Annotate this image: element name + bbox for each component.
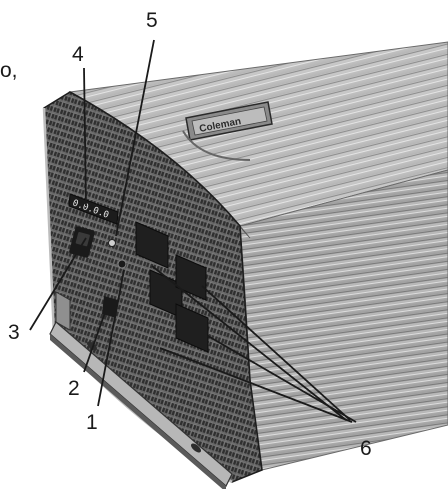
mounting-bracket — [49, 291, 233, 489]
usb-port — [117, 259, 127, 269]
callout-3: 3 — [8, 321, 20, 344]
leader-lines — [29, 39, 357, 423]
callout-5: 5 — [146, 9, 158, 32]
ground-terminal — [102, 296, 118, 318]
callout-6: 6 — [360, 437, 372, 460]
ac-outlets — [135, 221, 209, 353]
indicator-lamp — [108, 239, 116, 247]
power-switch — [69, 226, 95, 258]
callout-2: 2 — [68, 377, 80, 400]
cropped-text-fragment: o, — [0, 59, 18, 82]
callout-4: 4 — [72, 43, 84, 66]
coleman-logo: Coleman — [182, 101, 273, 161]
callout-1: 1 — [86, 411, 98, 434]
